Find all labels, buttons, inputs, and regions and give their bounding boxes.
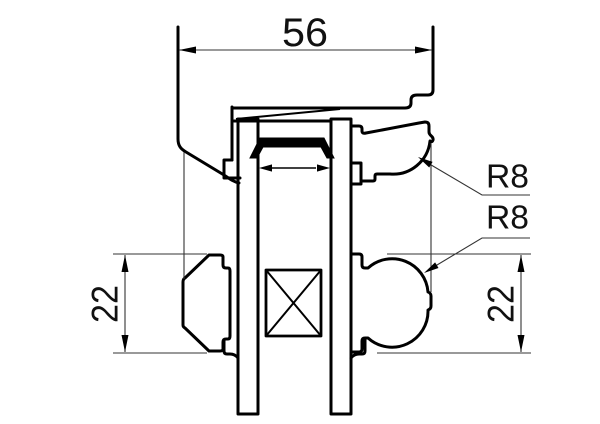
crossed-box-diagonals <box>265 269 322 337</box>
radius-callout-1: R8 <box>418 157 530 196</box>
inner-double-arrow <box>259 164 330 172</box>
right-bottom-tail <box>349 338 367 360</box>
clamp-insert-symbol <box>249 137 335 159</box>
dimension-width: 56 <box>179 11 432 55</box>
radius-callout-2-label: R8 <box>486 199 529 236</box>
right-lobe <box>349 252 433 354</box>
dimension-right-height: 22 <box>377 253 531 354</box>
upper-right-lip <box>349 120 435 183</box>
crossed-box <box>264 268 323 338</box>
radius-callout-2: R8 <box>424 199 530 273</box>
wedge-line <box>235 108 341 120</box>
right-wall-and-top-edge <box>230 25 435 110</box>
profile-outline <box>176 25 435 416</box>
radius-callout-1-label: R8 <box>486 158 529 195</box>
dimension-left-height-label: 22 <box>85 285 126 323</box>
dimension-right-height-label: 22 <box>481 285 522 323</box>
right-foot <box>349 161 363 186</box>
left-wall-outline <box>176 25 241 185</box>
right-post <box>329 117 353 416</box>
dimension-width-label: 56 <box>282 11 328 55</box>
dimension-left-height: 22 <box>85 253 207 354</box>
left-bottom-tail <box>222 338 240 360</box>
left-lobe <box>181 253 232 353</box>
left-foot <box>222 158 242 180</box>
left-post <box>236 117 260 416</box>
